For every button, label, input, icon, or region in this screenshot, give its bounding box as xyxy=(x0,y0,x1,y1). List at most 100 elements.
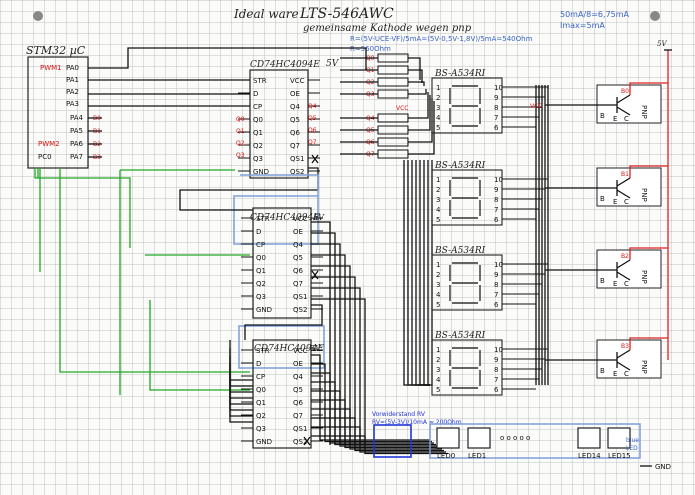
wire-segment-bus xyxy=(427,160,430,386)
wire-chip-cascade xyxy=(179,167,323,340)
bus-wire xyxy=(229,372,253,405)
display-pin: 2 xyxy=(436,94,440,102)
display-pin: 5 xyxy=(436,301,440,309)
display-pin: 3 xyxy=(436,196,440,204)
wire-transistor-5v xyxy=(629,82,668,95)
display-pin: 9 xyxy=(494,186,498,194)
chip2-pin-vcc: VCC xyxy=(293,215,308,223)
transistor-2-pin-e: E xyxy=(613,280,617,288)
display-pin: 1 xyxy=(436,84,440,92)
chip3-pin-q0: Q0 xyxy=(256,386,266,394)
wire-resistor xyxy=(408,92,429,119)
mcu-pin-pa0: PA0 xyxy=(66,64,79,72)
chip1-pin-q3: Q3 xyxy=(253,155,263,163)
bus-wire xyxy=(311,221,331,445)
chip2-pin-str: STR xyxy=(256,215,270,223)
bus-wire xyxy=(311,287,361,445)
transistor-3-symbol xyxy=(605,349,631,371)
title-ideal-ware: Ideal ware xyxy=(233,7,299,21)
mcu-pwm1: PWM1 xyxy=(40,64,62,72)
display-pin: 4 xyxy=(436,376,441,384)
transistor-0-pin-b: B xyxy=(600,112,605,120)
transistor-2-type: PNP xyxy=(640,270,648,284)
chip3-pin-q7: Q7 xyxy=(293,412,303,420)
title-display-part: LTS-546AWC xyxy=(299,6,394,22)
chip1-pin-q7: Q7 xyxy=(290,142,300,150)
display-pin: 7 xyxy=(494,206,498,214)
transistor-0-box xyxy=(596,84,662,124)
transistor-0-type: PNP xyxy=(640,105,648,119)
chip2-pin-q3: Q3 xyxy=(256,293,266,301)
wire-segment-bus xyxy=(423,160,430,386)
segment-resistor xyxy=(377,125,409,135)
display-pin: 1 xyxy=(436,176,440,184)
bus-wire xyxy=(229,340,253,381)
mcu-pin-pa6: PA6 xyxy=(70,140,84,148)
led-box xyxy=(436,427,460,449)
transistor-1-type: PNP xyxy=(640,188,648,202)
chip3-pin-d: D xyxy=(256,360,261,368)
segment-resistor xyxy=(377,65,409,75)
chip2-pin-q2: Q2 xyxy=(256,280,266,288)
display-pin: 4 xyxy=(436,291,441,299)
bus-wire xyxy=(229,380,253,411)
transistor-1-symbol xyxy=(605,177,631,199)
display-pin: 3 xyxy=(436,281,440,289)
display-pin: 5 xyxy=(436,216,440,224)
q-label-q1: Q1 xyxy=(236,128,245,135)
display-1-box xyxy=(431,77,503,134)
chip1-pin-d: D xyxy=(253,90,258,98)
chip3-pin-q3: Q3 xyxy=(256,425,266,433)
transistor-1-pin-b: B xyxy=(600,195,605,203)
chip2-name: CD74HC4094E xyxy=(250,213,320,223)
led-box xyxy=(577,427,601,449)
display-pin: 10 xyxy=(494,261,503,269)
q-label-q2: Q2 xyxy=(236,140,245,147)
chip2-pin-oe: OE xyxy=(293,228,303,236)
led-note-2: LED xyxy=(626,445,638,452)
display-4-box xyxy=(431,339,503,396)
display-pin: 7 xyxy=(494,291,498,299)
chip3-supply: 5V xyxy=(310,344,322,353)
chip2-box xyxy=(252,207,312,319)
display-pin: 6 xyxy=(494,124,499,132)
series-resistor-box xyxy=(373,424,412,458)
chip2-pin-q0: Q0 xyxy=(256,254,266,262)
info-current-2: Imax=5mA xyxy=(560,21,605,30)
chip1-pin-q0: Q0 xyxy=(253,116,263,124)
chip1-box xyxy=(249,69,309,179)
led-dots: o o o o o xyxy=(500,434,530,442)
display-pin: 1 xyxy=(436,346,440,354)
mcu-pin-pa2: PA2 xyxy=(66,88,79,96)
display-pin: 10 xyxy=(494,346,503,354)
mcu-pin-pa3: PA3 xyxy=(66,100,79,108)
wire-transistor-5v xyxy=(629,247,668,260)
display-1-name: BS-A534RI xyxy=(434,69,486,79)
unused-output-mark-3 xyxy=(303,436,311,446)
chip1-pin-cp: CP xyxy=(253,103,262,111)
q-label-q0: Q0 xyxy=(236,116,245,123)
chip3-pin-gnd: GND xyxy=(256,438,272,446)
chip2-pin-d: D xyxy=(256,228,261,236)
led-box xyxy=(607,427,631,449)
chip2-pin-q1: Q1 xyxy=(256,267,266,275)
display-4-name: BS-A534RI xyxy=(434,331,486,341)
mcu-box xyxy=(27,56,89,169)
wire-resistor xyxy=(408,95,431,131)
display-pin: 9 xyxy=(494,271,498,279)
transistor-1-pin-c: C xyxy=(624,198,629,206)
transistor-0-pin-c: C xyxy=(624,115,629,123)
display-pin: 2 xyxy=(436,186,440,194)
led-label: LED0 xyxy=(437,452,455,460)
chip3-pin-oe: OE xyxy=(293,360,303,368)
info-current-1: 50mA/8=6,75mA xyxy=(560,10,630,19)
led-bar-outline xyxy=(429,423,641,459)
chip1-name: CD74HC4094E xyxy=(250,60,320,70)
wire-resistor xyxy=(408,89,427,95)
transistor-2-pin-b: B xyxy=(600,277,605,285)
chip1-pin-str: STR xyxy=(253,77,267,85)
transistor-0-label: B0 xyxy=(621,88,629,95)
display-pin: 10 xyxy=(494,84,503,92)
